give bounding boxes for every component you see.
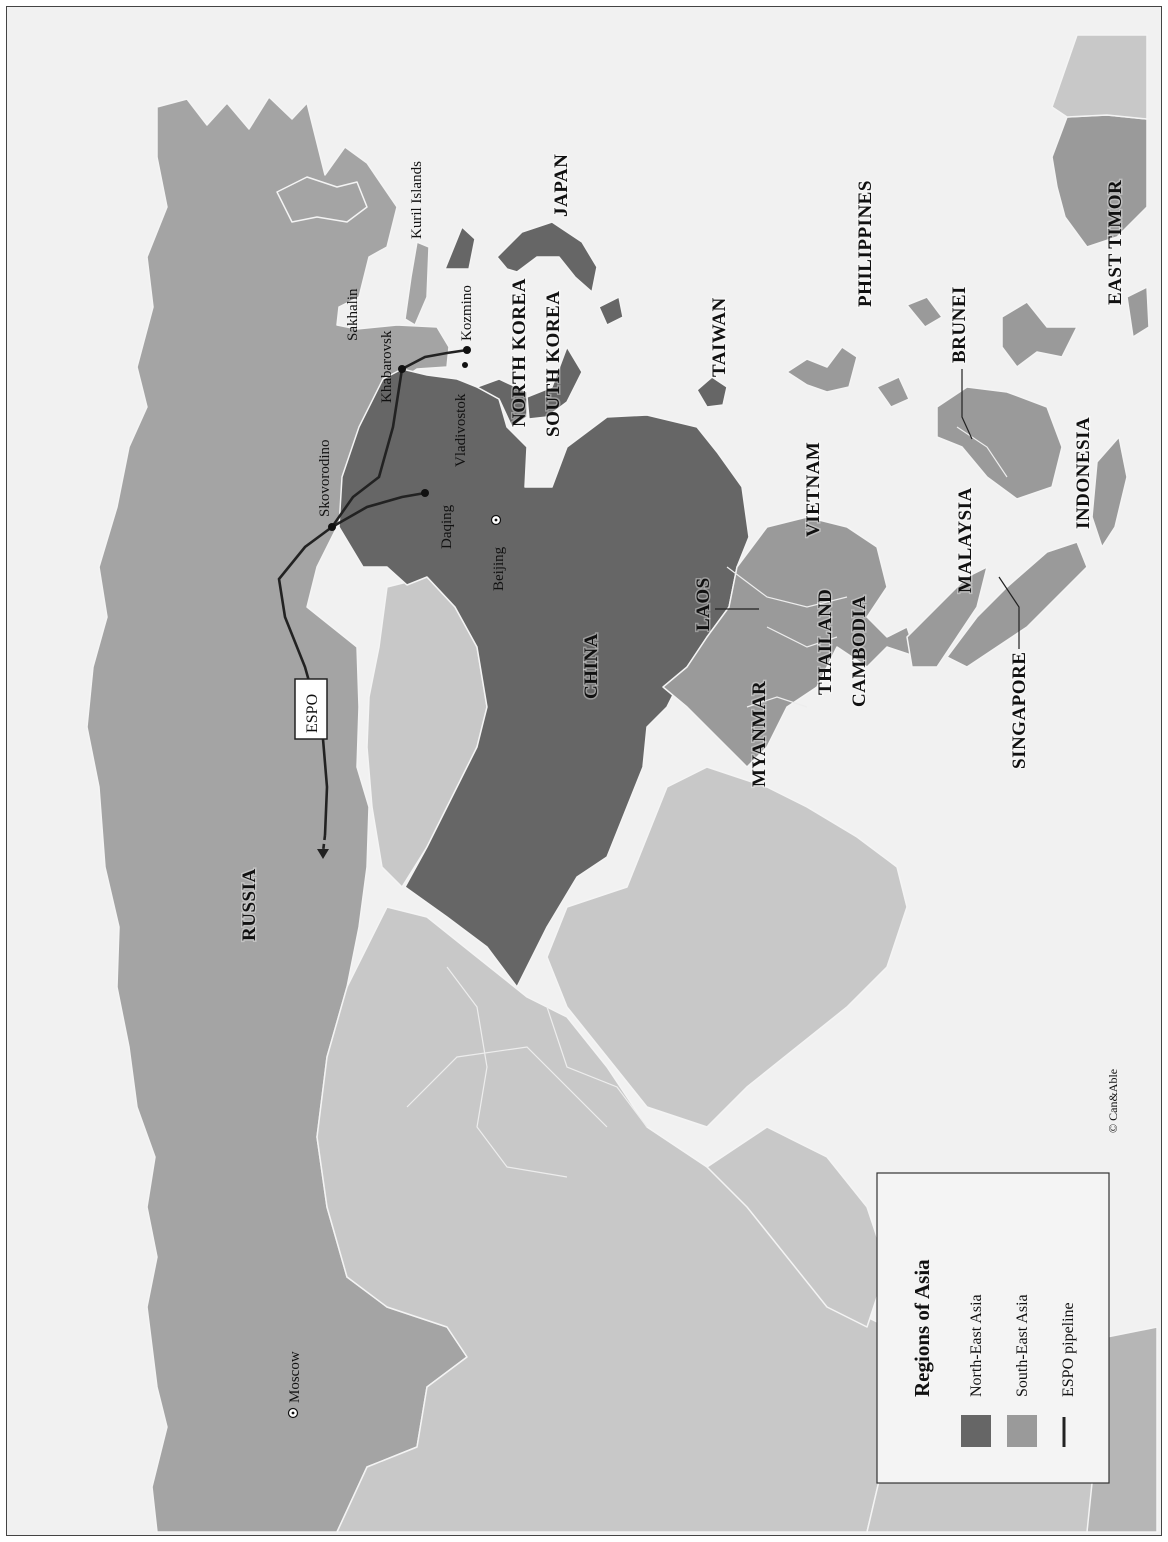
label-philippines: PHILIPPINES	[855, 180, 876, 307]
label-vietnam: VIETNAM	[803, 442, 824, 537]
map-labels: RUSSIA CHINA JAPAN NORTH KOREA SOUTH KOR…	[238, 152, 1128, 1403]
label-kuril-islands: Kuril Islands	[409, 161, 425, 239]
label-khabarovsk: Khabarovsk	[379, 330, 395, 403]
label-sakhalin: Sakhalin	[345, 288, 361, 341]
label-moscow: Moscow	[287, 1351, 303, 1403]
espo-label-box: ESPO	[294, 678, 328, 740]
borneo	[936, 386, 1063, 500]
north-korea-shape	[476, 378, 528, 428]
land-layer	[86, 34, 1158, 1533]
label-malaysia: MALAYSIA	[955, 487, 976, 593]
legend-swatch-south-east	[1007, 1415, 1037, 1447]
legend: Regions of Asia North-East Asia South-Ea…	[876, 1172, 1110, 1484]
label-thailand: THAILAND	[815, 589, 836, 695]
legend-box	[876, 1172, 1110, 1484]
legend-title: Regions of Asia	[910, 1259, 934, 1397]
sulawesi	[1001, 301, 1078, 368]
label-myanmar: MYANMAR	[749, 681, 770, 787]
label-kozmino: Kozmino	[459, 285, 475, 341]
credit-text: © Can&Able	[1106, 1069, 1120, 1133]
label-beijing: Beijing	[491, 546, 507, 591]
brunei-leader	[961, 369, 973, 440]
china-region	[338, 368, 750, 988]
asia-map: ESPO RUSSIA CHINA JAPAN NORTH KOREA SOUT…	[86, 34, 1158, 1533]
vladivostok-node	[462, 362, 468, 368]
label-japan: JAPAN	[551, 154, 572, 217]
skovorodino-node	[328, 523, 336, 531]
daqing-node	[421, 489, 429, 497]
new-guinea	[1051, 114, 1148, 248]
legend-label-pipeline: ESPO pipeline	[1060, 1302, 1077, 1397]
java	[1091, 436, 1128, 548]
east-timor-shape	[1126, 286, 1150, 338]
espo-label: ESPO	[304, 694, 321, 733]
label-east-timor: EAST TIMOR	[1105, 180, 1126, 305]
border-lines	[406, 426, 1008, 1178]
label-laos: LAOS	[693, 577, 714, 631]
malay-peninsula	[906, 566, 988, 668]
south-korea-shape	[526, 346, 583, 420]
australia-fragment	[1051, 34, 1148, 120]
kozmino-node	[463, 346, 471, 354]
label-skovorodino: Skovorodino	[317, 439, 333, 517]
philippines-shape	[786, 296, 943, 408]
leader-lines	[715, 369, 1020, 649]
label-daqing: Daqing	[439, 504, 455, 549]
legend-label-south-east: South-East Asia	[1014, 1294, 1031, 1397]
indochina-shape	[662, 516, 918, 768]
label-russia: RUSSIA	[239, 868, 260, 941]
label-north-korea: NORTH KOREA	[509, 278, 530, 427]
south-asia	[546, 766, 908, 1128]
pipeline-arrow-icon	[317, 849, 329, 859]
label-china: CHINA	[581, 633, 602, 699]
singapore-leader	[998, 576, 1020, 649]
map-frame: ESPO RUSSIA CHINA JAPAN NORTH KOREA SOUT…	[6, 6, 1162, 1536]
kamchatka	[276, 176, 368, 223]
legend-swatch-north-east	[961, 1415, 991, 1447]
pipeline-extension	[321, 834, 327, 853]
label-indonesia: INDONESIA	[1073, 417, 1094, 529]
label-vladivostok: Vladivostok	[453, 393, 469, 467]
legend-label-north-east: North-East Asia	[968, 1294, 985, 1397]
label-cambodia: CAMBODIA	[849, 595, 870, 707]
label-south-korea: SOUTH KOREA	[543, 291, 564, 437]
sakhalin-island	[404, 241, 430, 326]
khabarovsk-node	[398, 365, 406, 373]
taiwan-shape	[696, 376, 728, 408]
label-singapore: SINGAPORE	[1009, 652, 1030, 769]
pipeline-daqing-branch	[331, 491, 426, 529]
pipeline-nodes	[328, 346, 471, 531]
label-brunei: BRUNEI	[949, 286, 970, 363]
label-taiwan: TAIWAN	[709, 297, 730, 377]
japan-shape	[444, 221, 624, 326]
